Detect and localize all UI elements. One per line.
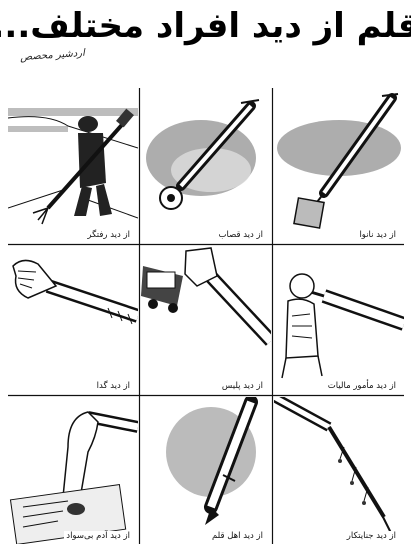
meat-roller-pen-drawing — [146, 99, 260, 210]
spatula-pen-drawing — [277, 93, 401, 229]
stop-hand-drawing — [141, 247, 271, 346]
panel-stop-hand: از دید پلیس — [141, 246, 271, 394]
panel-caption: از دید آدم بی‌سواد — [64, 531, 132, 541]
panel-meat-roller-pen: از دید قصاب — [141, 88, 271, 243]
dagger-pen-drawing — [274, 397, 393, 536]
panel-tax-collector: از دید مأمور مالیات — [274, 246, 404, 394]
writer-pen-drawing — [166, 397, 258, 525]
artist-signature: اردشیر محصص — [19, 47, 86, 64]
thumbprint-drawing — [9, 411, 138, 544]
panel-caption: از دید رفتگر — [85, 230, 132, 240]
cartoon-title: قلم از دید افراد مختلف... — [0, 6, 411, 46]
panel-caption: از دید پلیس — [219, 381, 265, 391]
panel-spatula-pen: از دید نانوا — [274, 88, 404, 243]
panel-caption: از دید نانوا — [357, 230, 398, 240]
begging-hand-drawing — [12, 259, 138, 325]
panel-caption: از دید مأمور مالیات — [325, 381, 398, 391]
panel-dagger-pen: از دید جنایتکار — [274, 397, 404, 544]
panel-street-sweeper: از دید رفتگر — [8, 88, 138, 243]
panel-writer-pen: از دید اهل قلم — [141, 397, 271, 544]
panel-begging-hand: از دید گدا — [8, 246, 138, 394]
street-sweeper-drawing — [8, 108, 138, 225]
panel-thumbprint: از دید آدم بی‌سواد — [8, 397, 138, 544]
panel-caption: از دید گدا — [94, 381, 132, 391]
panel-grid: از دید رفتگر از دید قصاب — [8, 88, 404, 544]
tax-collector-drawing — [281, 273, 404, 379]
panel-caption: از دید اهل قلم — [210, 531, 265, 541]
panel-caption: از دید جنایتکار — [344, 531, 398, 541]
panel-caption: از دید قصاب — [216, 230, 265, 240]
